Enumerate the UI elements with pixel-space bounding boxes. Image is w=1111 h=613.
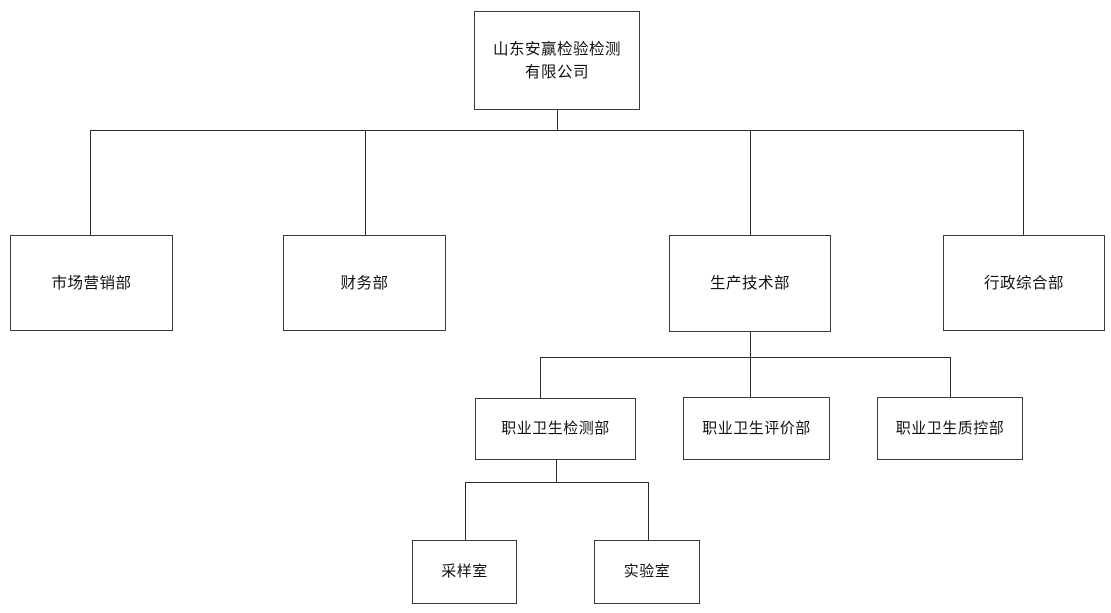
org-node-administration-label: 行政综合部 <box>983 273 1064 292</box>
org-node-oh-quality-control-label: 职业卫生质控部 <box>895 418 1005 437</box>
connector-drop-oh-evaluation <box>750 357 751 398</box>
org-node-oh-testing[interactable]: 职业卫生检测部 <box>475 398 636 460</box>
org-node-production-label: 生产技术部 <box>709 274 790 293</box>
connector-stem-production <box>750 332 751 358</box>
org-node-oh-quality-control[interactable]: 职业卫生质控部 <box>877 397 1023 460</box>
org-node-oh-evaluation[interactable]: 职业卫生评价部 <box>683 397 830 460</box>
connector-stem-root <box>557 110 558 131</box>
connector-drop-sampling-room <box>465 482 466 541</box>
connector-drop-administration <box>1023 130 1024 235</box>
org-node-administration[interactable]: 行政综合部 <box>943 235 1105 331</box>
org-node-root-label: 山东安赢检验检测 有限公司 <box>492 40 621 81</box>
connector-drop-oh-testing <box>540 357 541 399</box>
connector-bus-level2 <box>540 357 951 358</box>
connector-bus-level3 <box>465 482 649 483</box>
connector-drop-finance <box>365 130 366 235</box>
connector-drop-laboratory <box>648 482 649 541</box>
org-node-root[interactable]: 山东安赢检验检测 有限公司 <box>474 11 640 110</box>
org-node-sampling-room-label: 采样室 <box>441 562 488 581</box>
org-node-production[interactable]: 生产技术部 <box>669 235 831 332</box>
org-node-sampling-room[interactable]: 采样室 <box>412 540 517 604</box>
org-node-marketing[interactable]: 市场营销部 <box>10 235 173 331</box>
org-node-laboratory-label: 实验室 <box>623 562 671 581</box>
org-node-oh-evaluation-label: 职业卫生评价部 <box>702 418 811 437</box>
connector-drop-marketing <box>90 130 91 235</box>
connector-drop-oh-quality-control <box>950 357 951 398</box>
connector-stem-oh-testing <box>556 460 557 483</box>
org-node-laboratory[interactable]: 实验室 <box>594 540 700 604</box>
org-node-oh-testing-label: 职业卫生检测部 <box>501 419 610 438</box>
org-node-finance-label: 财务部 <box>340 273 389 292</box>
org-node-finance[interactable]: 财务部 <box>283 235 446 331</box>
org-node-marketing-label: 市场营销部 <box>51 273 132 292</box>
connector-drop-production <box>750 130 751 235</box>
connector-bus-level1 <box>90 130 1024 131</box>
